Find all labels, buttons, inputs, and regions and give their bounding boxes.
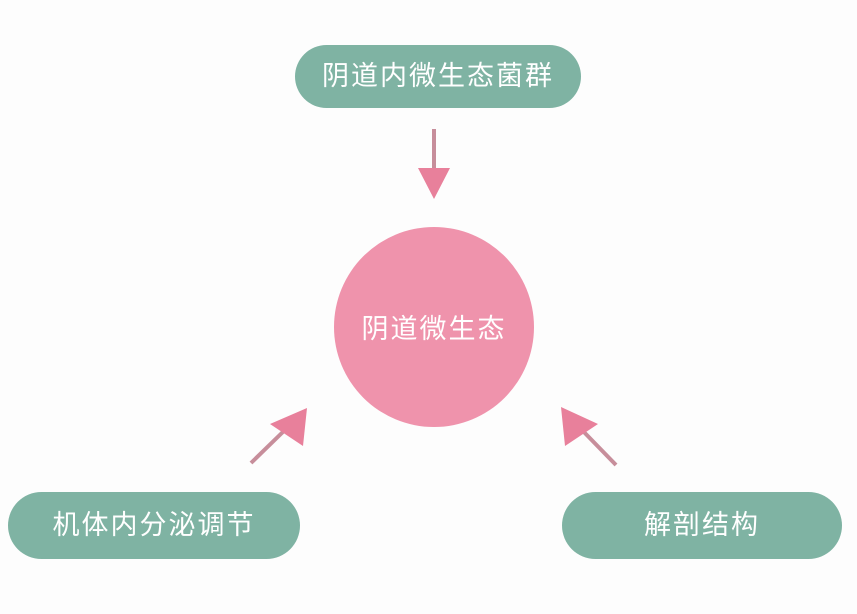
arrow-bottom-right-head [561, 407, 598, 446]
arrow-top-head [418, 168, 450, 199]
arrow-bottom-right-shaft [578, 426, 618, 467]
arrow-bottom-left-to-center [249, 408, 307, 465]
arrow-bottom-right-to-center [561, 407, 618, 467]
node-center-label: 阴道微生态 [361, 313, 507, 345]
node-bottom-left-endocrine-regulation[interactable]: 机体内分泌调节 [8, 492, 300, 559]
node-bottom-right-anatomical-structure[interactable]: 解剖结构 [562, 492, 842, 559]
node-center-vaginal-microecology[interactable]: 阴道微生态 [334, 227, 534, 427]
node-top-vaginal-microbiota[interactable]: 阴道内微生态菌群 [295, 45, 581, 108]
node-bottom-left-label: 机体内分泌调节 [52, 510, 256, 541]
arrow-bottom-left-head [270, 408, 307, 446]
arrow-top-to-center [418, 129, 450, 199]
arrow-bottom-left-shaft [249, 425, 290, 465]
node-top-label: 阴道内微生态菌群 [322, 61, 554, 92]
node-bottom-right-label: 解剖结构 [644, 510, 760, 541]
